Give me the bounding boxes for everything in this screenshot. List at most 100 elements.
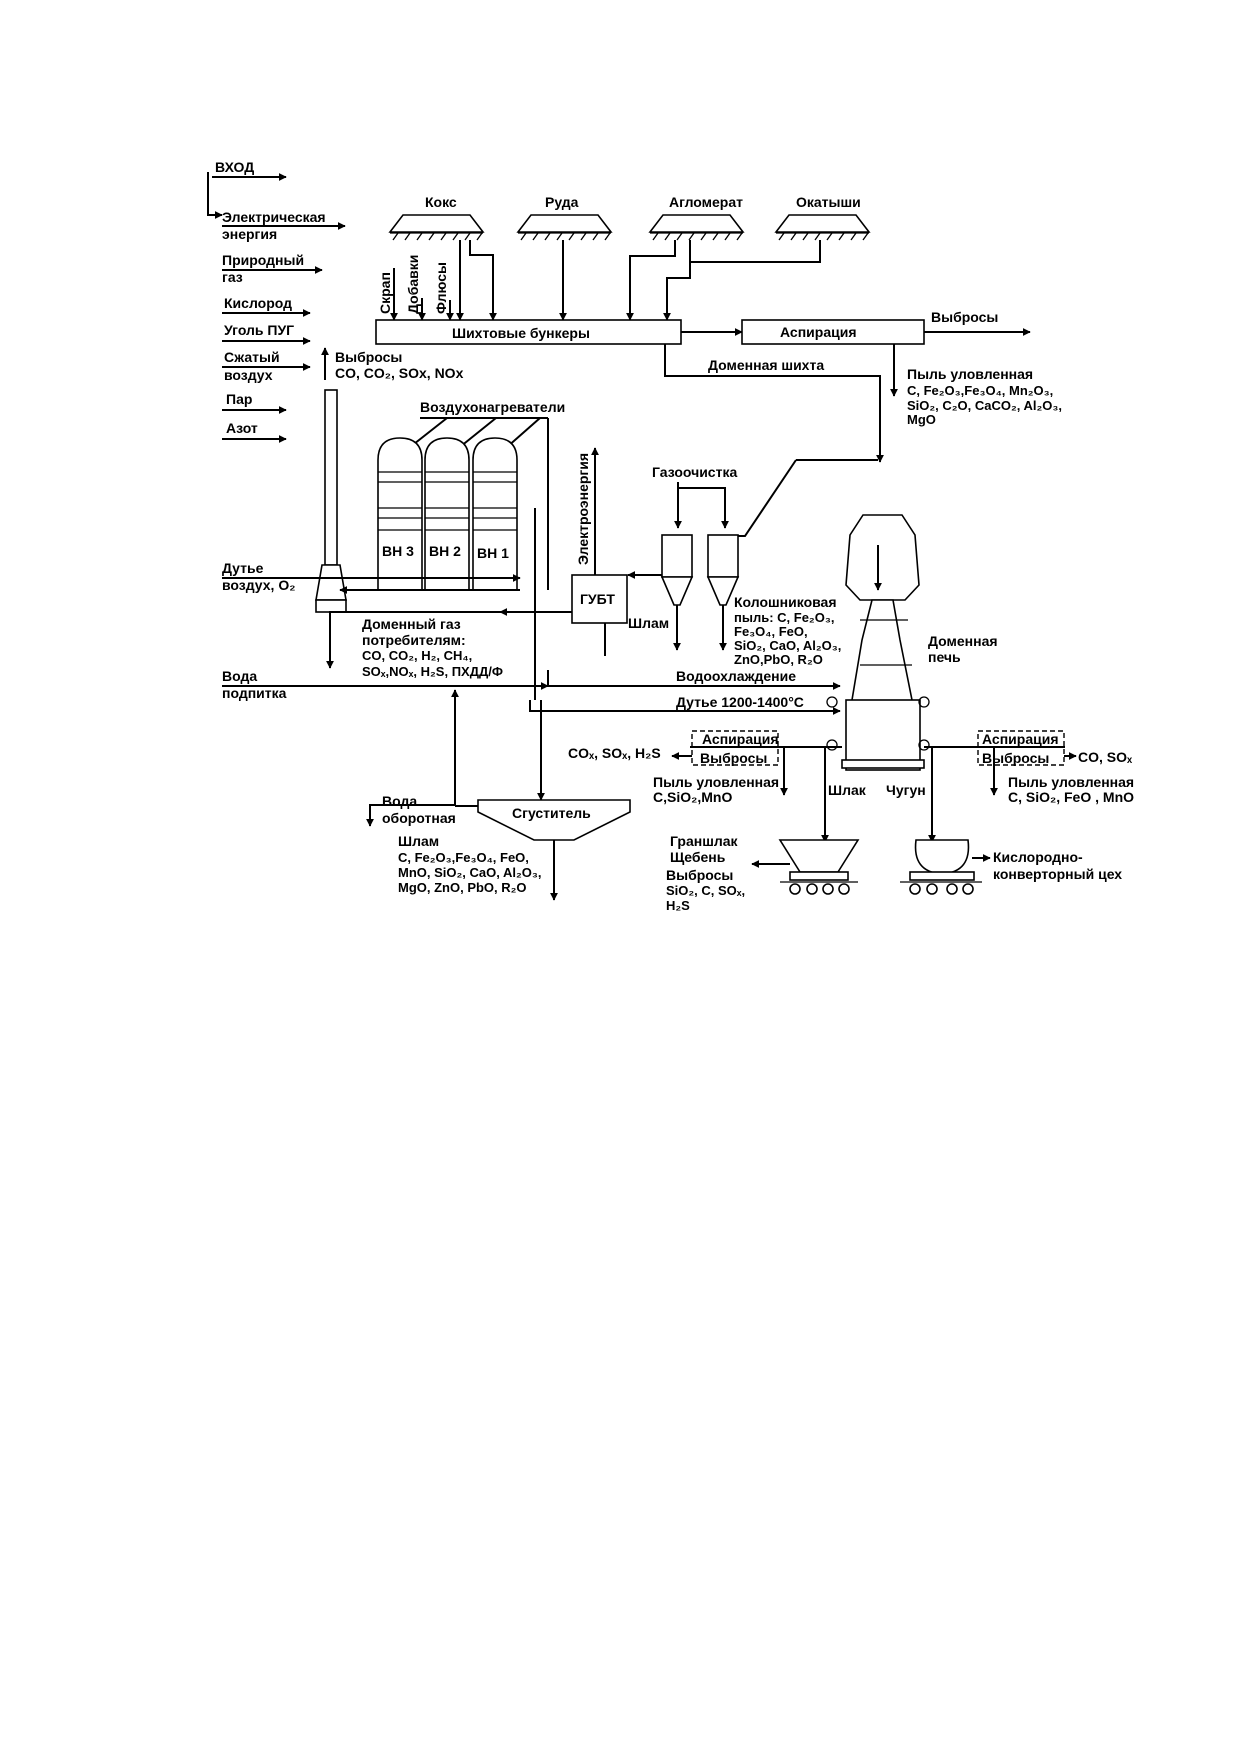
granslag-label: Граншлак bbox=[670, 833, 739, 849]
sinter-hopper bbox=[648, 214, 745, 233]
casthouse-gases-right-label: CO, SOₓ bbox=[1078, 749, 1133, 765]
casthouse-aspiration-left-label: Аспирация bbox=[702, 731, 779, 747]
casthouse-aspiration-right-label: Аспирация bbox=[982, 731, 1059, 747]
material-additives-label: Добавки bbox=[405, 255, 421, 314]
charge-bunkers-box bbox=[375, 319, 682, 345]
hot-blast-label: Дутье 1200-1400°C bbox=[676, 694, 804, 710]
dust-caught-label-4: MgO bbox=[907, 412, 936, 427]
charge-group: Шихтовые бункеры Аспирация Выбросы Пыль … bbox=[375, 309, 1062, 463]
material-ore-label: Руда bbox=[545, 194, 579, 210]
scrubber-1 bbox=[661, 534, 693, 578]
input-title: ВХОД bbox=[215, 159, 254, 175]
dust-caught-label-2: C, Fe₂O₃,Fe₃O₄, Mn₂O₃, bbox=[907, 383, 1053, 398]
dust-caught-label-3: SiO₂, C₂O, CaCO₂, Al₂O₃, bbox=[907, 398, 1062, 413]
casthouse-dust-left-label-2: C,SiO₂,MnO bbox=[653, 789, 732, 805]
input-down-arrow bbox=[207, 172, 223, 219]
top-dust-label-2: пыль: C, Fe₂O₃, bbox=[734, 610, 834, 625]
chimney bbox=[324, 389, 338, 566]
input-electric-label-2: энергия bbox=[222, 226, 277, 242]
material-sinter-label: Агломерат bbox=[669, 194, 743, 210]
gas-consumers-label-2: потребителям: bbox=[362, 632, 466, 648]
slag-label: Шлак bbox=[828, 782, 867, 798]
material-coke-label: Кокс bbox=[425, 194, 457, 210]
gas-consumers-label-4: SOₓ,NOₓ, H₂S, ПХДД/Ф bbox=[362, 664, 503, 679]
stack-emissions-label: Выбросы bbox=[335, 349, 402, 365]
granslag-label-2: Щебень bbox=[670, 849, 726, 865]
stove-1 bbox=[472, 437, 518, 591]
stove-2-label: ВН 2 bbox=[429, 543, 461, 559]
casthouse-gases-left-label: COₓ, SOₓ, H₂S bbox=[568, 745, 661, 761]
inputs-group: ВХОД Электрическая энергия Природный газ… bbox=[207, 159, 346, 443]
gas-consumers-label-3: CO, CO₂, H₂, CH₄, bbox=[362, 648, 472, 663]
granslag-label-3: Выбросы bbox=[666, 867, 733, 883]
top-dust-label-3: Fe₃O₄, FeO, bbox=[734, 624, 808, 639]
water-makeup-label-2: подпитка bbox=[222, 685, 287, 701]
input-steam-label: Пар bbox=[226, 391, 252, 407]
raw-materials-group: Кокс Руда Агломерат Окатыши Скрап Добавк… bbox=[377, 194, 871, 321]
stoves-title: Воздухонагреватели bbox=[420, 399, 565, 415]
electricity-label: Электроэнергия bbox=[575, 453, 591, 565]
water-sludge-label-4: MgO, ZnO, PbO, R₂O bbox=[398, 880, 527, 895]
input-nitrogen-label: Азот bbox=[226, 420, 258, 436]
gas-cleaning-group: Газоочистка Шлам Колошниковая пыль: C, F… bbox=[326, 447, 878, 669]
water-sludge-label: Шлам bbox=[398, 833, 439, 849]
ore-hopper bbox=[516, 214, 613, 233]
material-pellets-label: Окатыши bbox=[796, 194, 861, 210]
water-sludge-label-3: MnO, SiO₂, CaO, Al₂O₃, bbox=[398, 865, 541, 880]
slag-ladle bbox=[778, 839, 860, 873]
gas-cleaning-label: Газоочистка bbox=[652, 464, 737, 480]
casthouse-dust-right-label: Пыль уловленная bbox=[1008, 774, 1134, 790]
input-air-label: Сжатый bbox=[224, 349, 280, 365]
stove-3-label: ВН 3 bbox=[382, 543, 414, 559]
thickener bbox=[477, 799, 631, 841]
casthouse-dust-left-label: Пыль уловленная bbox=[653, 774, 779, 790]
blast-air-label-2: воздух, O₂ bbox=[222, 577, 295, 593]
gubt-label: ГУБТ bbox=[580, 591, 615, 607]
granslag-label-4: SiO₂, C, SOₓ, bbox=[666, 883, 745, 898]
casthouse-group: Аспирация Выбросы COₓ, SOₓ, H₂S Пыль уло… bbox=[568, 730, 1134, 913]
aspiration-emissions-label: Выбросы bbox=[931, 309, 998, 325]
blast-furnace-group: Доменная печь bbox=[826, 514, 998, 771]
stove-3 bbox=[377, 437, 423, 591]
charge-bunkers-label: Шихтовые бункеры bbox=[452, 325, 590, 341]
iron-ladle bbox=[914, 839, 970, 875]
stoves-group: Воздухонагреватели ВН 3 ВН 2 ВН 1 Дутье … bbox=[222, 399, 565, 700]
coke-hopper bbox=[388, 214, 485, 233]
stove-2 bbox=[424, 437, 470, 591]
water-cooling-label: Водоохлаждение bbox=[676, 668, 796, 684]
blast-charge-label: Доменная шихта bbox=[708, 357, 824, 373]
furnace-label: Доменная bbox=[928, 633, 998, 649]
furnace-label-2: печь bbox=[928, 649, 961, 665]
stack-group: Выбросы CO, CO₂, SOx, NOx bbox=[315, 347, 464, 613]
input-electric-label: Электрическая bbox=[222, 209, 326, 225]
gas-consumers-group: Доменный газ потребителям: CO, CO₂, H₂, … bbox=[362, 616, 503, 679]
input-oxygen-label: Кислород bbox=[224, 295, 292, 311]
furnace-feeds-group: Водоохлаждение Дутье 1200-1400°C bbox=[529, 668, 841, 715]
iron-label: Чугун bbox=[886, 782, 926, 798]
recycled-water-label-2: оборотная bbox=[382, 810, 456, 826]
top-dust-label-4: SiO₂, CaO, Al₂O₃, bbox=[734, 638, 841, 653]
water-sludge-label-2: C, Fe₂O₃,Fe₃O₄, FeO, bbox=[398, 850, 529, 865]
granslag-label-5: H₂S bbox=[666, 898, 690, 913]
gas-consumers-label: Доменный газ bbox=[362, 616, 461, 632]
material-fluxes-label: Флюсы bbox=[433, 262, 449, 314]
casthouse-emissions-right-label: Выбросы bbox=[982, 750, 1049, 766]
aspiration-box bbox=[741, 319, 925, 345]
gas-sludge-label: Шлам bbox=[628, 615, 669, 631]
water-group: Вода подпитка Вода оборотная Сгуститель … bbox=[222, 668, 631, 901]
casthouse-aspiration-left bbox=[691, 730, 779, 766]
furnace-bosh bbox=[845, 699, 921, 771]
input-natgas-label: Природный bbox=[222, 252, 304, 268]
top-dust-label-5: ZnO,PbO, R₂O bbox=[734, 652, 823, 667]
aspiration-label: Аспирация bbox=[780, 324, 857, 340]
recycled-water-label: Вода bbox=[382, 793, 417, 809]
input-coal-label: Уголь ПУГ bbox=[224, 322, 294, 338]
blast-air-label: Дутье bbox=[222, 560, 264, 576]
furnace-top-bell bbox=[845, 514, 920, 601]
casthouse-dust-right-label-2: C, SiO₂, FeO , MnO bbox=[1008, 789, 1134, 805]
stack-emissions-label-2: CO, CO₂, SOx, NOx bbox=[335, 365, 464, 381]
casthouse-emissions-left-label: Выбросы bbox=[700, 750, 767, 766]
bof-shop-label: Кислородно- bbox=[993, 849, 1083, 865]
gubt-box bbox=[571, 574, 628, 624]
